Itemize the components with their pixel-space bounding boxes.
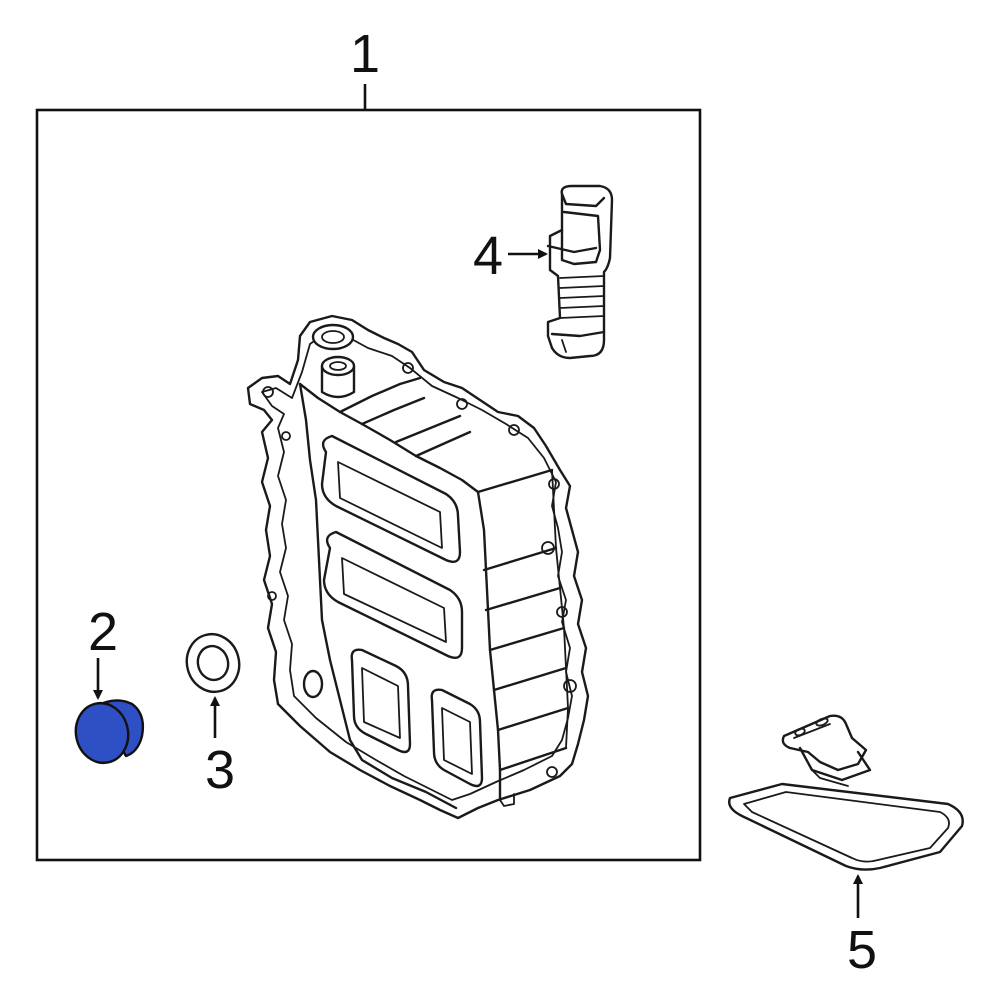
callout-3-label[interactable]: 3 xyxy=(205,740,235,800)
assembly-frame xyxy=(35,108,702,862)
callout-1-label[interactable]: 1 xyxy=(350,24,380,84)
transmission-pan-icon[interactable] xyxy=(246,314,590,820)
callout-4-label[interactable]: 4 xyxy=(473,226,503,286)
callout-2-label[interactable]: 2 xyxy=(88,602,118,662)
solenoid-icon[interactable] xyxy=(546,184,614,360)
drain-plug-icon[interactable] xyxy=(70,698,145,768)
callout-5-label[interactable]: 5 xyxy=(847,920,877,980)
sealing-washer-icon[interactable] xyxy=(180,628,245,697)
transmission-filter-icon[interactable] xyxy=(728,714,964,871)
